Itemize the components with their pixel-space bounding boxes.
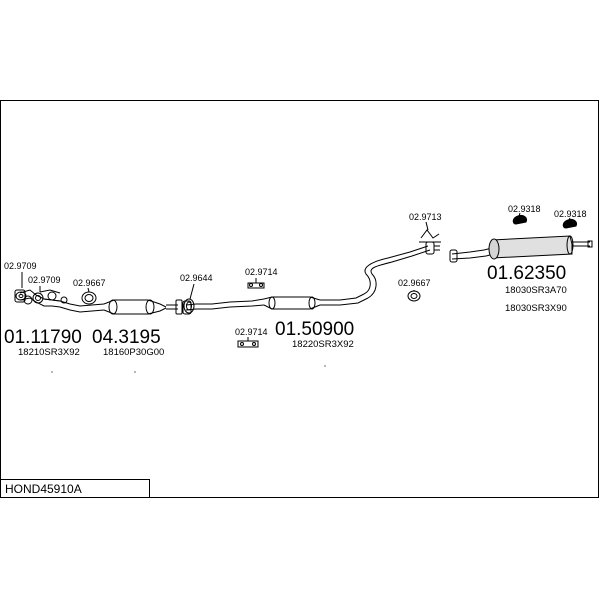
- oem-number-label: 18210SR3X92: [18, 347, 80, 358]
- rubber-hanger-icon: [512, 215, 527, 225]
- accessory-label: 02.9318: [508, 204, 541, 214]
- accessory-label: 02.9714: [245, 267, 278, 277]
- diagram-frame: [0, 100, 599, 498]
- diagram-code: HOND45910A: [5, 482, 82, 496]
- accessory-label: 02.9713: [409, 212, 442, 222]
- middle-pipe-drawing: [182, 293, 369, 315]
- clamp-bracket-icon: [237, 340, 259, 348]
- gasket-ring-icon: [183, 298, 195, 314]
- accessory-label: 02.9709: [4, 261, 37, 271]
- part-number-label: 01.11790: [4, 327, 82, 348]
- clamp-bracket-icon: [247, 282, 265, 289]
- marker-dot: [134, 371, 136, 373]
- gasket-ring-icon: [81, 291, 97, 305]
- catalytic-converter-drawing: [103, 299, 183, 315]
- part-number-label: 01.50900: [275, 319, 354, 340]
- oem-number-label: 18030SR3X90: [505, 303, 567, 314]
- accessory-label: 02.9667: [73, 278, 106, 288]
- marker-dot: [51, 371, 53, 373]
- rear-pipe-drawing: [363, 241, 440, 299]
- accessory-label: 02.9667: [398, 278, 431, 288]
- gasket-ring-icon: [407, 290, 421, 302]
- rear-silencer-drawing: [449, 235, 593, 263]
- accessory-label: 02.9644: [180, 273, 213, 283]
- marker-dot: [324, 365, 326, 367]
- accessory-label: 02.9714: [235, 327, 268, 337]
- gasket-icon: [32, 292, 44, 304]
- accessory-label: 02.9709: [28, 275, 61, 285]
- rubber-hanger-icon: [562, 219, 577, 229]
- accessory-label: 02.9318: [554, 209, 587, 219]
- part-number-label: 01.62350: [487, 263, 566, 284]
- gasket-icon: [15, 291, 27, 301]
- diagram-code-box: HOND45910A: [0, 479, 150, 498]
- oem-number-label: 18030SR3A70: [505, 285, 567, 296]
- oem-number-label: 18220SR3X92: [292, 339, 354, 350]
- oem-number-label: 18160P30G00: [103, 347, 164, 358]
- part-number-label: 04.3195: [92, 327, 161, 348]
- hanger-bracket-icon: [419, 229, 441, 243]
